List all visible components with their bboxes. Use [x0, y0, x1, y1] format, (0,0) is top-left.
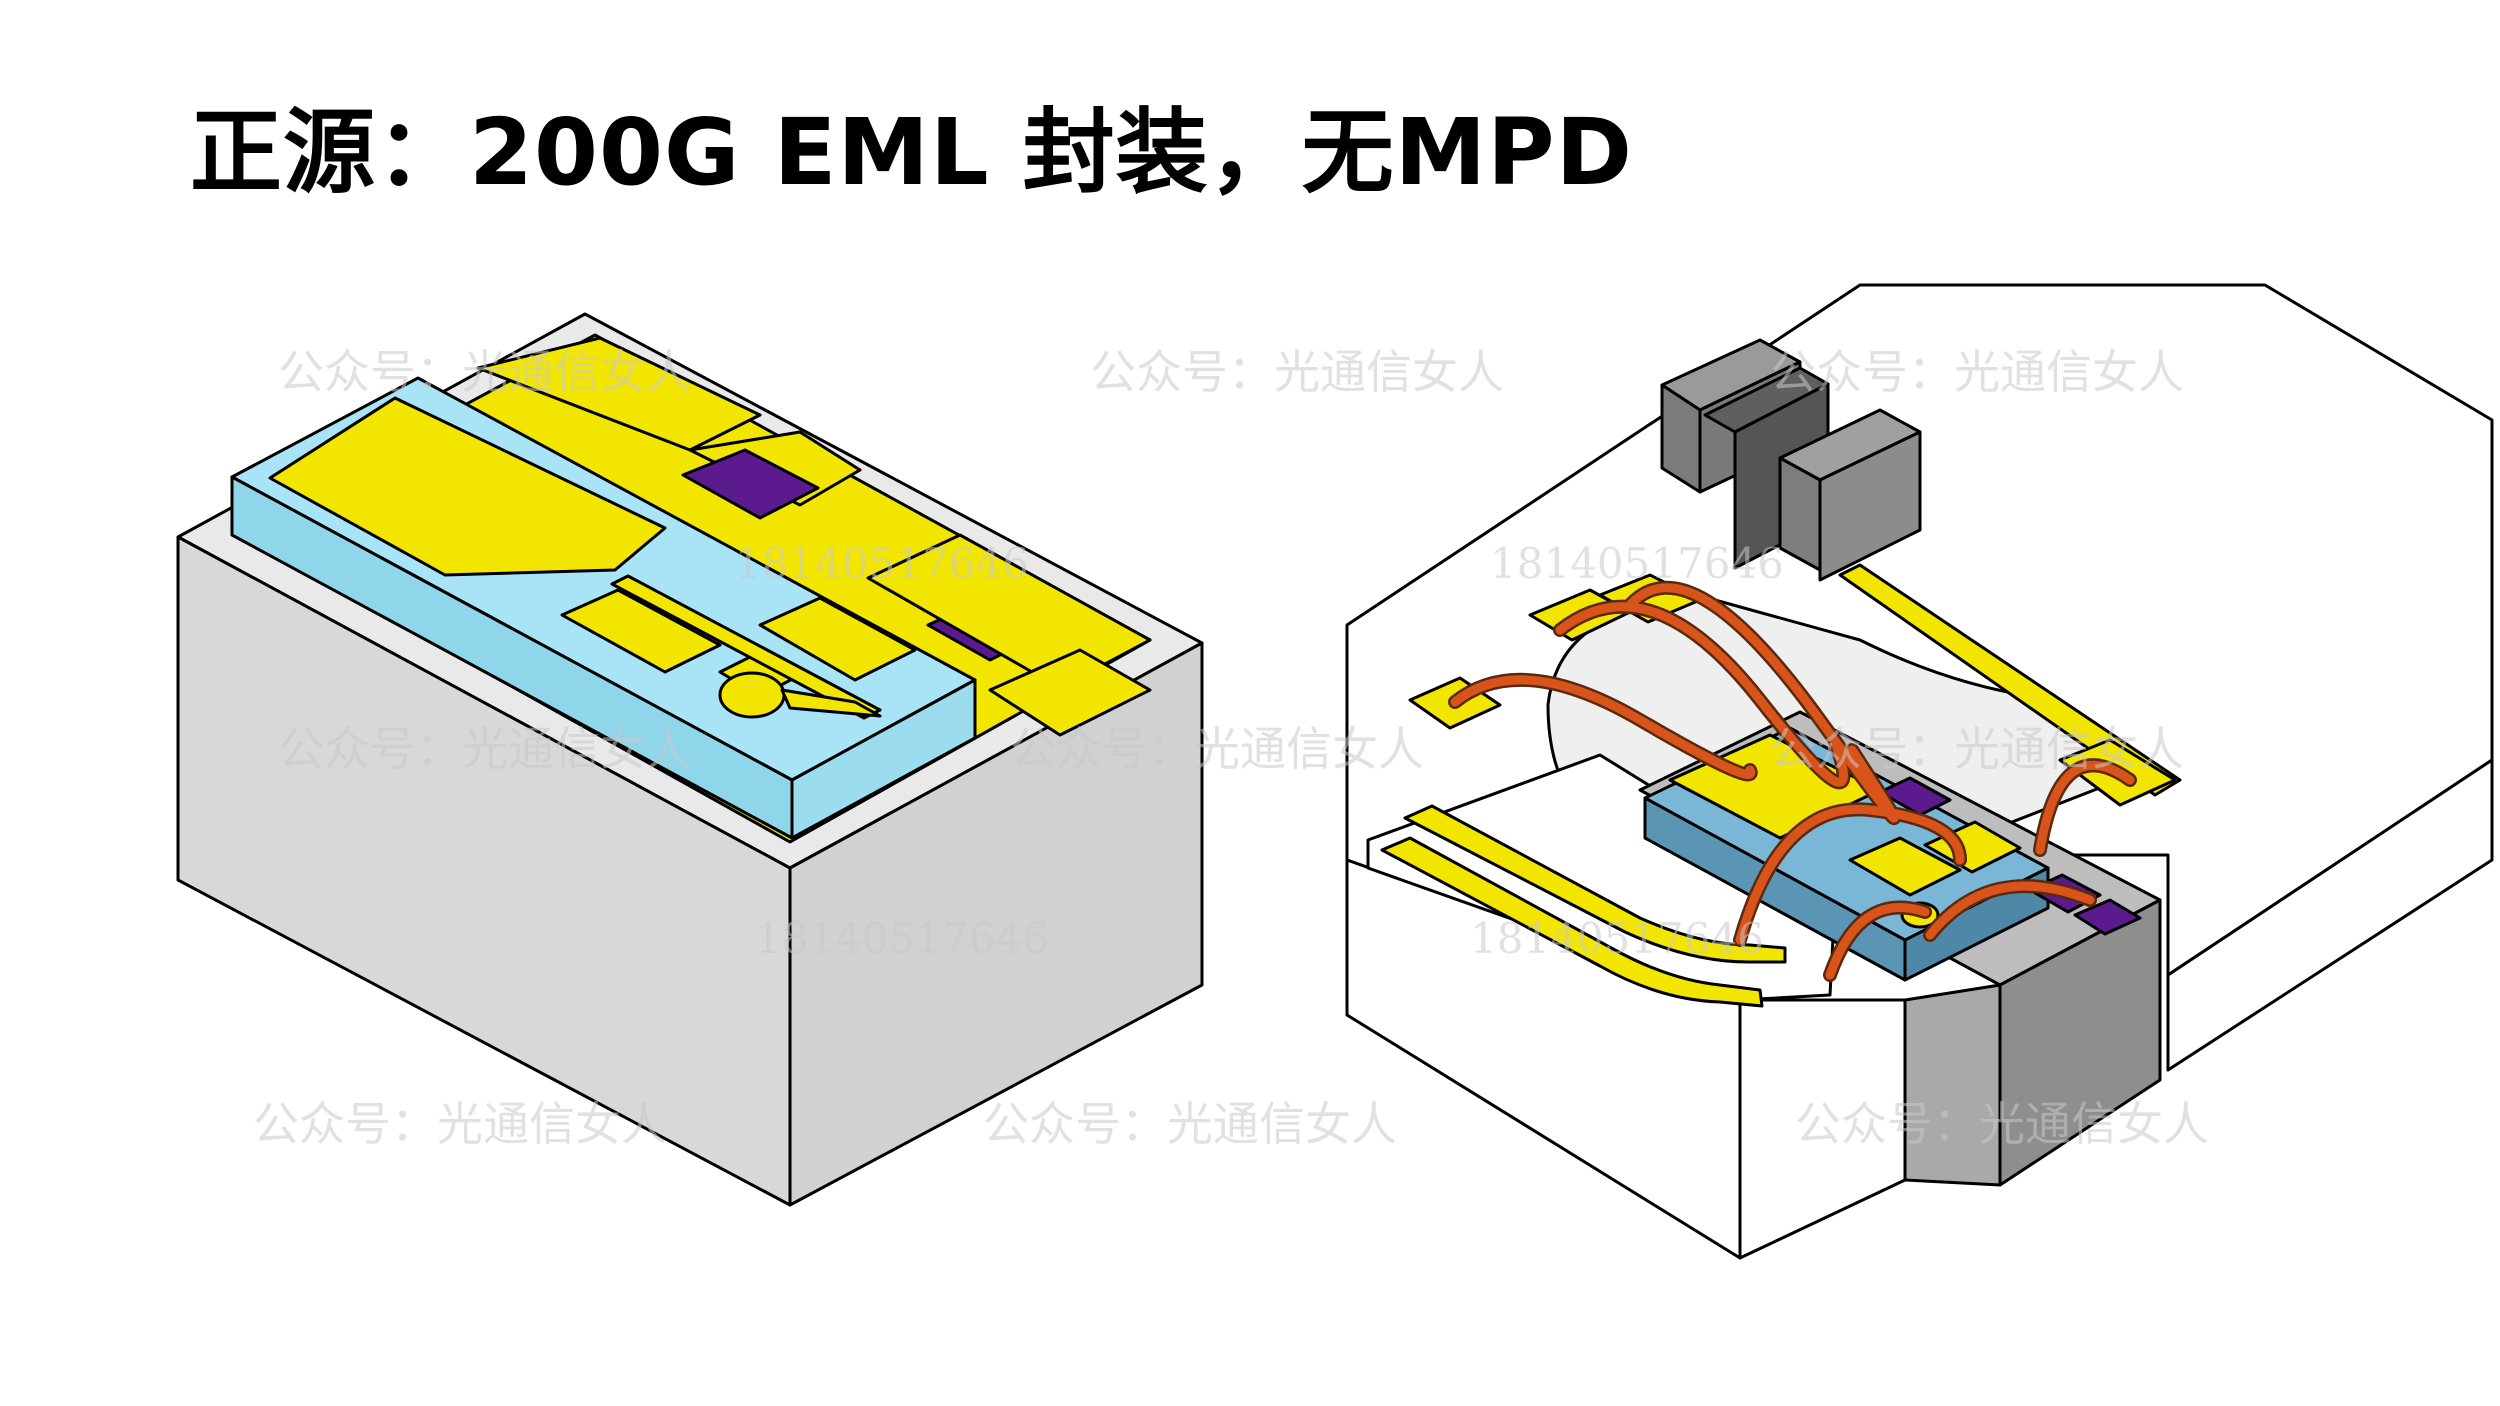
- gold-trace-left-2: [1403, 804, 1787, 964]
- carrier-front-left: [1903, 983, 2002, 1187]
- eml-chip-on-submount: [176, 312, 1204, 1207]
- watermark-phone: 18140517646: [755, 914, 1049, 963]
- watermark-brand: 公众号：光通信女人: [1010, 722, 1424, 776]
- eml-package-wirebond-cutaway: [1345, 283, 2494, 1260]
- wire-bonds-fill: [1450, 583, 2135, 980]
- carrier-purple-chip-1: [1878, 776, 1952, 817]
- gold-pad-right-2: [988, 648, 1152, 737]
- gold-pad-back-1: [476, 336, 762, 452]
- chip-gold-pad-2: [1848, 836, 1962, 897]
- watermark-phone: 18140517646: [1490, 539, 1784, 588]
- watermark-brand: 公众号：光通信女人: [983, 1097, 1397, 1151]
- purple-chip-1: [681, 448, 820, 520]
- substrate-gold-pad-1: [560, 588, 722, 674]
- substrate-gold-large: [268, 396, 667, 577]
- capacitor-component: [1660, 338, 1922, 582]
- waveguide-strip: [610, 574, 882, 720]
- watermark-brand: 公众号：光通信女人: [253, 1097, 667, 1151]
- gold-trace-right: [1838, 563, 2182, 797]
- watermark-brand: 公众号：光通信女人: [1795, 1097, 2209, 1151]
- round-probe-pad: [718, 671, 786, 719]
- slide-title: 正源：200G EML 封装，无MPD: [190, 99, 1633, 206]
- housing-right-face: [2166, 758, 2494, 1072]
- round-pad-stem: [780, 688, 882, 718]
- watermark-brand: 公众号：光通信女人: [278, 722, 692, 776]
- watermark-layer: 公众号：光通信女人 公众号：光通信女人 公众号：光通信女人 公众号：光通信女人 …: [253, 345, 2209, 1151]
- cavity-front-ledge: [1366, 753, 1837, 1002]
- gold-trace-left-1: [1380, 836, 1764, 1008]
- watermark-brand: 公众号：光通信女人: [1090, 345, 1504, 399]
- carrier-purple-chip-3: [2073, 898, 2142, 936]
- substrate-front-right: [790, 678, 977, 840]
- watermark-brand: 公众号：光通信女人: [1770, 345, 2184, 399]
- watermark-brand: 公众号：光通信女人: [278, 345, 692, 399]
- substrate-gold-pad-2: [758, 596, 917, 682]
- watermark-phone: 18140517646: [1470, 914, 1764, 963]
- watermark-phone: 18140517646: [735, 539, 1029, 588]
- watermark-brand: 公众号：光通信女人: [1770, 722, 2184, 776]
